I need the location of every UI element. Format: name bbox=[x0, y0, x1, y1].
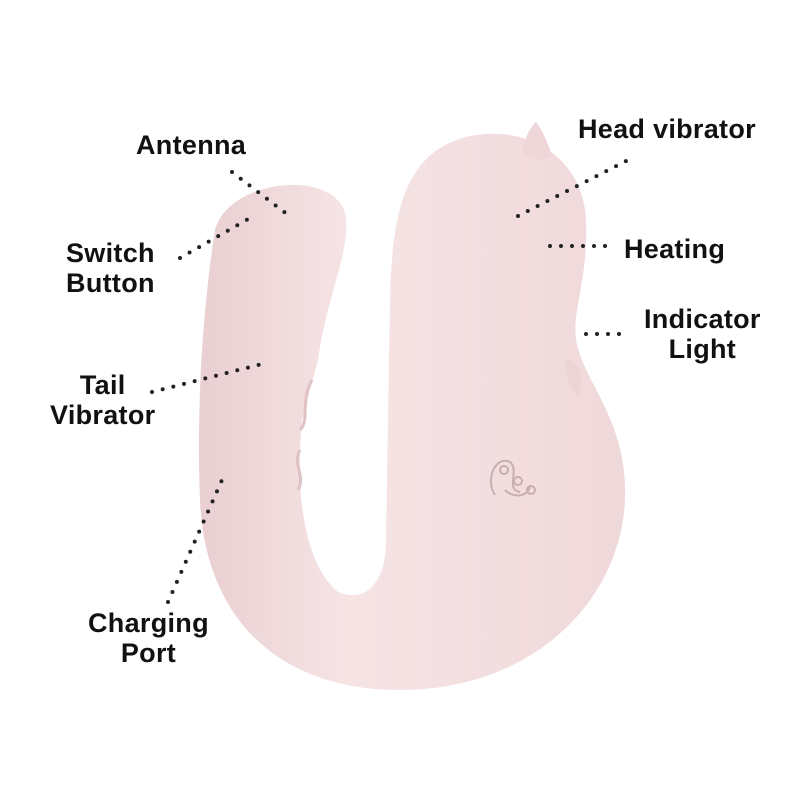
brand-logo bbox=[490, 459, 536, 497]
label-line: Light bbox=[668, 334, 737, 364]
label-charging-port: Charging Port bbox=[88, 608, 209, 668]
device-body bbox=[198, 133, 626, 690]
label-line: Port bbox=[120, 638, 177, 668]
label-line: Switch bbox=[66, 238, 155, 268]
indicator-bump bbox=[566, 360, 582, 395]
callout-head bbox=[516, 156, 634, 218]
label-line: Indicator bbox=[644, 304, 761, 334]
label-switch-button: Switch Button bbox=[66, 238, 155, 298]
label-line: Tail bbox=[79, 370, 126, 400]
callout-switch bbox=[178, 216, 252, 260]
label-tail-vibrator: Tail Vibrator bbox=[50, 370, 155, 430]
antenna-nub bbox=[522, 122, 552, 160]
label-antenna: Antenna bbox=[136, 130, 247, 160]
tail-ridges bbox=[295, 379, 314, 491]
label-line: Button bbox=[66, 268, 155, 298]
label-indicator-light: Indicator Light bbox=[644, 304, 761, 364]
label-heating: Heating bbox=[624, 234, 726, 264]
label-line: Charging bbox=[88, 608, 209, 638]
label-head-vibrator: Head vibrator bbox=[578, 114, 756, 144]
label-line: Vibrator bbox=[50, 400, 156, 430]
callout-tail bbox=[150, 362, 264, 394]
callout-antenna bbox=[230, 170, 294, 220]
callout-dots bbox=[150, 156, 634, 604]
callout-charging bbox=[166, 478, 224, 604]
